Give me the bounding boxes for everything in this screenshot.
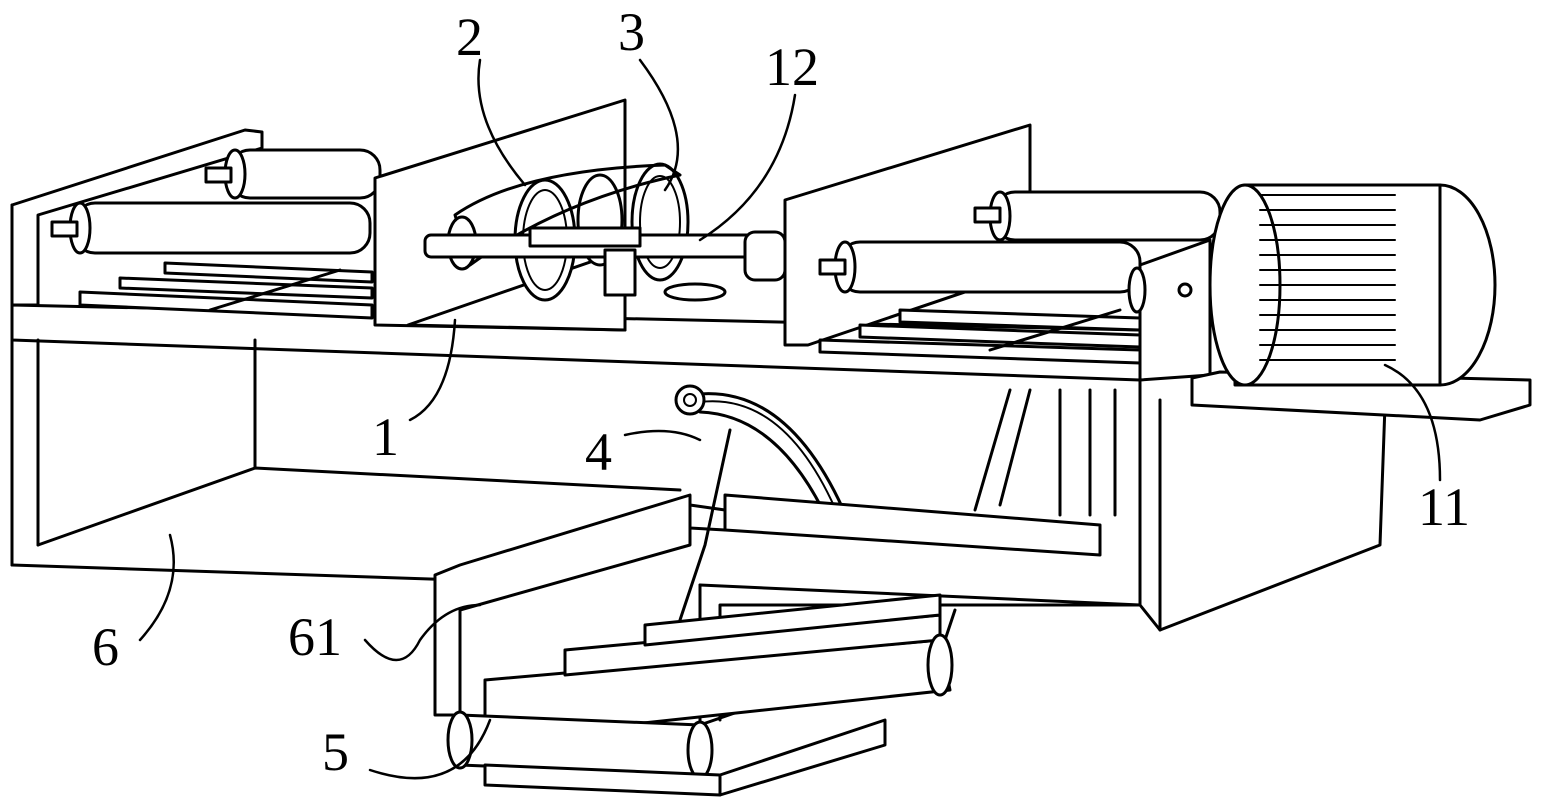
label-part-2: 2: [456, 7, 483, 67]
label-part-6: 6: [92, 617, 119, 677]
label-part-12: 12: [765, 37, 819, 97]
conveyor: [446, 593, 954, 797]
motor: [1177, 183, 1532, 422]
part-labels: 2 3 12 1 4 11 6 61 5: [92, 2, 1470, 782]
label-part-11: 11: [1418, 477, 1470, 537]
label-part-3: 3: [618, 2, 645, 62]
motor-fins: [1259, 194, 1396, 361]
roller-bay-left: [50, 148, 382, 320]
label-part-5: 5: [322, 722, 349, 782]
label-part-1: 1: [372, 407, 399, 467]
chain-drive: [423, 162, 787, 302]
roller-bay-right: [818, 190, 1222, 365]
label-part-61: 61: [288, 607, 342, 667]
leader-lines: [138, 58, 1442, 780]
chute: [433, 493, 692, 717]
cutter-arm: [674, 384, 1117, 622]
label-part-4: 4: [585, 422, 612, 482]
main-frame: [10, 128, 1387, 727]
